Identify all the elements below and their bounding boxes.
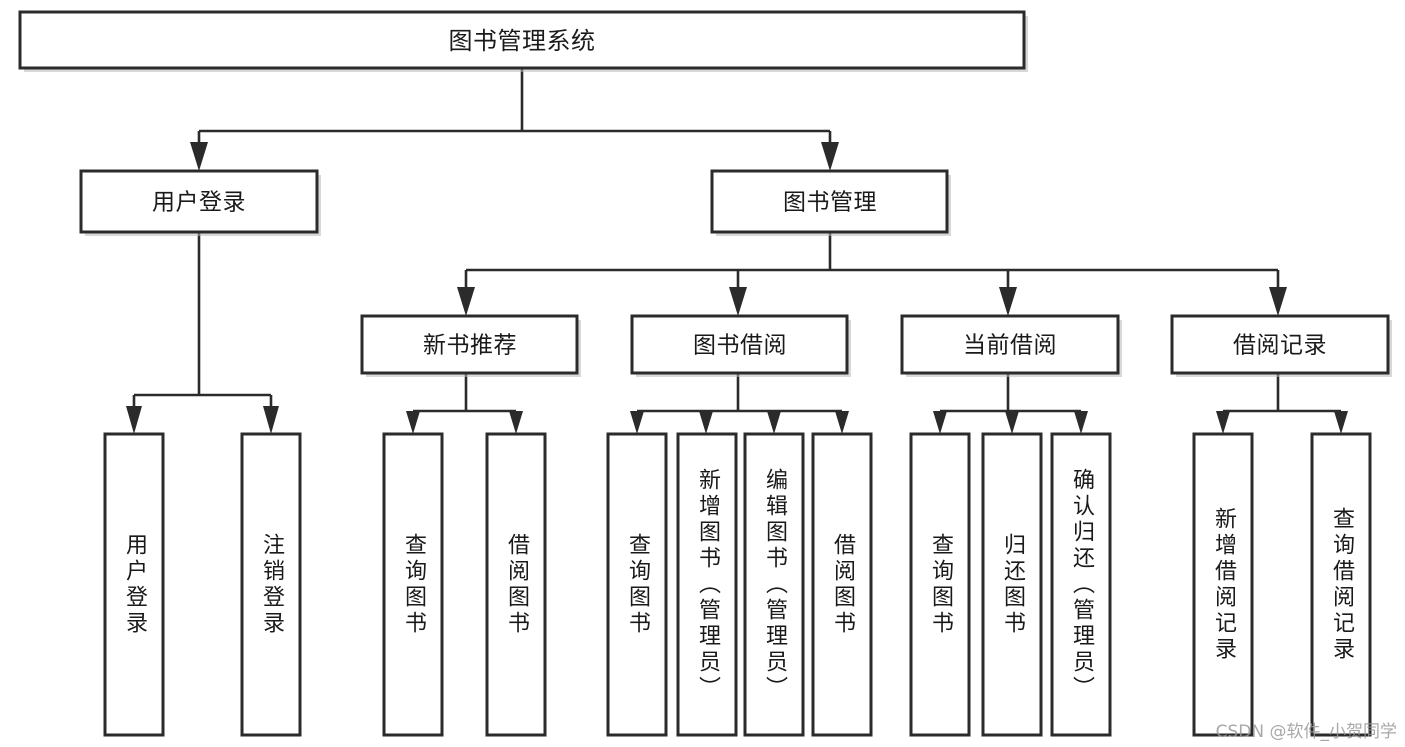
arrow-head-current-borrow xyxy=(999,287,1017,316)
arrow-head-leaf-query-book-borrow xyxy=(630,411,644,434)
connector-layer xyxy=(126,68,1348,434)
node-user-login[interactable]: 用户登录 xyxy=(79,169,321,236)
arrow-head-new-book-recommend xyxy=(457,287,475,316)
node-root-label: 图书管理系统 xyxy=(449,27,596,55)
node-leaf-confirm-return-admin[interactable] xyxy=(1050,432,1112,737)
node-current-borrow[interactable]: 当前借阅 xyxy=(900,314,1122,377)
node-leaf-add-borrow-record[interactable] xyxy=(1192,432,1254,737)
node-book-borrow-label: 图书借阅 xyxy=(693,333,787,359)
arrow-head-leaf-edit-book-admin xyxy=(767,411,781,434)
node-leaf-logout-login[interactable] xyxy=(240,432,302,737)
arrow-head-leaf-add-book-admin xyxy=(699,411,713,434)
node-leaf-return-book[interactable] xyxy=(981,432,1043,737)
node-leaf-borrow-book-recommend[interactable] xyxy=(485,432,547,737)
node-book-management[interactable]: 图书管理 xyxy=(710,169,951,236)
node-leaf-edit-book-admin[interactable] xyxy=(743,432,805,737)
node-leaf-query-book-current[interactable] xyxy=(909,432,971,737)
node-book-management-label: 图书管理 xyxy=(783,190,877,216)
arrow-head-leaf-return-book xyxy=(1005,411,1019,434)
arrow-head-leaf-user-login xyxy=(126,406,142,434)
arrow-head-borrow-record xyxy=(1269,287,1287,316)
node-leaf-user-login[interactable] xyxy=(103,432,165,737)
node-leaf-add-book-admin[interactable] xyxy=(676,432,738,737)
node-new-book-recommend-label: 新书推荐 xyxy=(423,333,517,359)
node-leaf-query-book-recommend[interactable] xyxy=(382,432,444,737)
node-layer: 图书管理系统 用户登录 图书管理 新书推荐 xyxy=(18,10,1392,737)
arrow-head-leaf-confirm-return-admin xyxy=(1074,411,1088,434)
arrow-head-leaf-query-book-recommend xyxy=(406,411,420,434)
node-user-login-label: 用户登录 xyxy=(152,190,246,216)
node-current-borrow-label: 当前借阅 xyxy=(963,333,1057,359)
arrow-head-book-management xyxy=(821,142,839,171)
arrow-head-leaf-logout-login xyxy=(263,406,279,434)
node-borrow-record[interactable]: 借阅记录 xyxy=(1170,314,1392,377)
node-new-book-recommend[interactable]: 新书推荐 xyxy=(360,314,581,377)
arrow-head-leaf-query-borrow-record xyxy=(1334,411,1348,434)
watermark-text: CSDN @软件_小贺同学 xyxy=(1215,722,1397,742)
node-book-borrow[interactable]: 图书借阅 xyxy=(630,314,851,377)
arrow-head-leaf-query-book-current xyxy=(933,411,947,434)
node-leaf-query-book-borrow[interactable] xyxy=(606,432,668,737)
arrow-head-leaf-borrow-book-recommend xyxy=(509,411,523,434)
node-borrow-record-label: 借阅记录 xyxy=(1233,333,1327,359)
node-root[interactable]: 图书管理系统 xyxy=(18,10,1028,72)
arrow-head-book-borrow xyxy=(729,287,747,316)
node-leaf-query-borrow-record[interactable] xyxy=(1310,432,1372,737)
arrow-head-user-login xyxy=(190,142,208,171)
node-leaf-borrow-book-borrow[interactable] xyxy=(811,432,873,737)
arrow-head-leaf-borrow-book-borrow xyxy=(835,411,849,434)
arrow-head-leaf-add-borrow-record xyxy=(1216,411,1230,434)
